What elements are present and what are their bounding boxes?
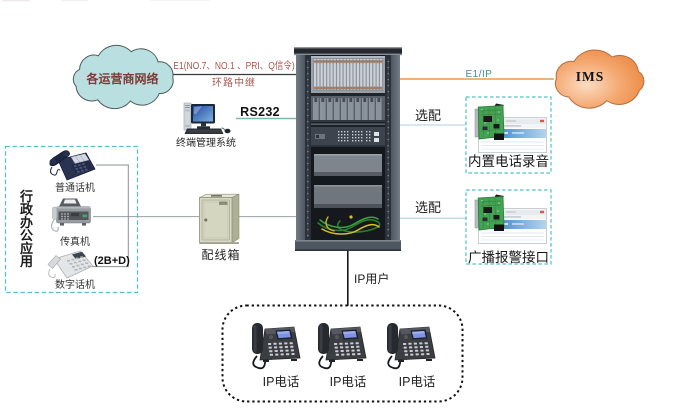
rack-module-shelf	[311, 96, 385, 122]
analog-phone	[49, 150, 96, 181]
wiring-cabinet-label: 配线箱	[201, 248, 241, 262]
operators-cloud-label: 各运营商网络	[86, 72, 159, 86]
option-1-label: 内置电话录音	[468, 153, 549, 169]
e1ip-label: E1/IP	[465, 68, 493, 80]
rack-blank-panel-2	[314, 185, 382, 208]
wiring-cabinet	[199, 193, 240, 244]
ims-label: IMS	[575, 68, 605, 84]
rack-card-shelf	[311, 56, 385, 93]
rack-cables	[317, 215, 381, 235]
option-2-label: 广播报警接口	[468, 249, 549, 265]
rack-cabinet	[294, 47, 402, 251]
ip-phone-2-label: IP电话	[329, 374, 367, 389]
ip-phone-1-label: IP电话	[262, 374, 300, 389]
option-1-tag: 选配	[415, 107, 442, 123]
rs232-label: RS232	[240, 104, 280, 119]
office-box-border	[4, 145, 139, 294]
fax-machine	[50, 198, 91, 232]
connection-lines	[92, 73, 554, 306]
option-2-graphic	[474, 194, 547, 244]
ip-users-label: IP用户	[354, 271, 390, 286]
option-1-graphic	[474, 103, 547, 153]
trunk-label-top: E1(NO.7、NO.1 、PRI、Q信令)	[173, 61, 295, 72]
option-box-1-border	[465, 96, 552, 174]
digital-phone	[47, 250, 94, 279]
fax-label: 传真机	[60, 237, 90, 248]
option-2-tag: 选配	[415, 200, 442, 215]
rack-blank-panel-1	[314, 154, 382, 176]
option-box-2-border	[465, 189, 552, 265]
digital-phone-note: (2B+D)	[94, 255, 130, 267]
ip-phone-1	[252, 323, 301, 370]
office-box-title: 行政办公应用	[20, 189, 34, 269]
terminal-label: 终端管理系统	[176, 137, 236, 149]
ims-cloud	[554, 49, 645, 109]
group-boxes	[4, 96, 552, 403]
digital-phone-label: 数字话机	[55, 280, 95, 291]
analog-phone-handset	[49, 150, 70, 167]
top-edge-remnant	[2, 0, 210, 2]
ip-phone-3	[387, 323, 436, 370]
trunk-label-bottom: 环路中继	[212, 78, 256, 89]
ip-phone-3-label: IP电话	[398, 374, 436, 389]
analog-phone-label: 普通话机	[55, 182, 95, 194]
ip-phone-2	[318, 323, 367, 370]
rack-control-panel	[311, 127, 385, 147]
ip-users-box-border	[221, 304, 464, 403]
management-computer	[183, 102, 231, 134]
operators-cloud	[72, 44, 174, 110]
